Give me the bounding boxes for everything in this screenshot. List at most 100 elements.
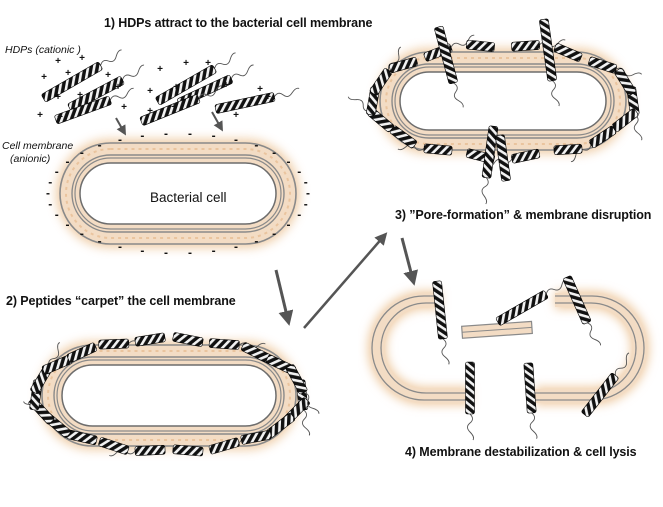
membrane-fragment <box>461 320 533 339</box>
positive-charge: + <box>257 84 263 95</box>
peptide-tail <box>481 177 489 205</box>
cell-layer <box>38 48 649 450</box>
membrane-line-1 <box>53 356 285 435</box>
peptide-helix <box>98 338 155 350</box>
peptide-body <box>434 25 458 85</box>
peptide-body <box>581 373 619 417</box>
step1-title: 1) HDPs attract to the bacterial cell me… <box>104 16 373 30</box>
lysed-membrane-right <box>535 291 649 405</box>
peptide-tail <box>122 64 145 81</box>
positive-charge: + <box>55 92 61 103</box>
peptide-body <box>98 437 130 455</box>
positive-charge: + <box>183 58 189 69</box>
peptide-tail <box>586 322 601 346</box>
peptide-body <box>423 143 453 156</box>
peptide-body <box>465 39 495 52</box>
peptide-helix <box>465 39 495 52</box>
peptide-tail <box>347 96 371 112</box>
arrow-stage2-to-stage3 <box>303 232 388 329</box>
negative-charge: - <box>287 154 291 168</box>
negative-charge: - <box>234 240 238 254</box>
step2-title: 2) Peptides “carpet” the cell membrane <box>6 294 236 308</box>
peptide-helix <box>41 49 122 102</box>
negative-charge: - <box>55 164 59 178</box>
peptide-helix <box>98 437 130 455</box>
positive-charge: + <box>77 90 83 101</box>
peptide-body <box>172 332 204 347</box>
peptide-helix <box>54 87 134 124</box>
peptide-tail <box>453 82 464 108</box>
positive-charge: + <box>171 102 177 113</box>
positive-charge: + <box>65 68 71 79</box>
step4-title: 4) Membrane destabilization & cell lysis <box>405 445 637 459</box>
peptide-tail <box>551 80 560 107</box>
peptide-helix <box>139 85 222 126</box>
lysed-membrane-left <box>368 291 470 405</box>
peptide-body <box>388 57 418 73</box>
peptide-body <box>614 68 636 96</box>
peptide-helix <box>397 143 453 156</box>
positive-charge: + <box>57 112 63 123</box>
positive-charge: + <box>37 110 43 121</box>
bacterial-cell-label: Bacterial cell <box>150 190 227 205</box>
peptide-body <box>208 338 240 350</box>
peptide-body <box>172 444 204 457</box>
arrow-stage3-to-stage4 <box>400 237 418 286</box>
negative-charge: - <box>287 218 291 232</box>
membrane-line-1 <box>71 154 285 233</box>
peptide-helix <box>285 364 320 414</box>
cell-stage4 <box>368 291 649 405</box>
membrane-texture <box>65 148 291 239</box>
peptide-body <box>369 68 392 96</box>
negative-charge: - <box>272 146 276 160</box>
negative-charge: - <box>306 186 310 200</box>
peptide-tail <box>614 352 630 376</box>
peptide-layer <box>23 18 643 457</box>
peptide-body <box>553 43 583 62</box>
negative-charge: - <box>118 132 122 146</box>
peptide-body <box>553 144 583 155</box>
positive-charge: + <box>223 80 229 91</box>
peptide-body <box>432 280 448 340</box>
peptide-body <box>54 96 112 124</box>
cell-stage2 <box>38 341 300 450</box>
membrane-line <box>535 295 645 401</box>
fragment-line <box>462 326 532 333</box>
peptide-body <box>66 342 98 363</box>
peptide-body <box>240 430 272 445</box>
peptide-body <box>495 290 549 326</box>
peptide-tail <box>633 114 643 141</box>
arrow-layer <box>115 111 418 329</box>
negative-charge: - <box>164 126 168 140</box>
negative-charge: - <box>80 226 84 240</box>
peptide-helix <box>155 52 236 105</box>
peptide-helix <box>553 144 583 155</box>
positive-charge: + <box>205 58 211 69</box>
peptide-tail <box>302 409 311 436</box>
peptide-body <box>155 65 217 105</box>
negative-charge: - <box>297 164 301 178</box>
positive-charge: + <box>147 86 153 97</box>
peptide-tail <box>198 85 222 99</box>
positive-charge: + <box>115 82 121 93</box>
peptide-helix <box>172 444 204 457</box>
peptide-body <box>67 76 125 112</box>
peptide-tail <box>441 338 450 365</box>
arrow-to-membrane-right <box>211 111 223 132</box>
peptide-body <box>481 125 499 179</box>
peptide-body <box>214 92 276 114</box>
negative-charge: - <box>212 128 216 142</box>
negative-charge: - <box>55 208 59 222</box>
peptide-helix <box>523 362 538 439</box>
positive-charge: + <box>147 106 153 117</box>
peptide-helix <box>134 332 166 347</box>
peptide-helix <box>432 280 450 365</box>
peptide-helix <box>553 43 583 62</box>
membrane-band <box>370 293 470 403</box>
peptide-tail <box>467 413 475 441</box>
peptide-helix <box>581 352 630 417</box>
peptide-helix <box>563 275 601 346</box>
peptide-tail <box>273 87 300 98</box>
